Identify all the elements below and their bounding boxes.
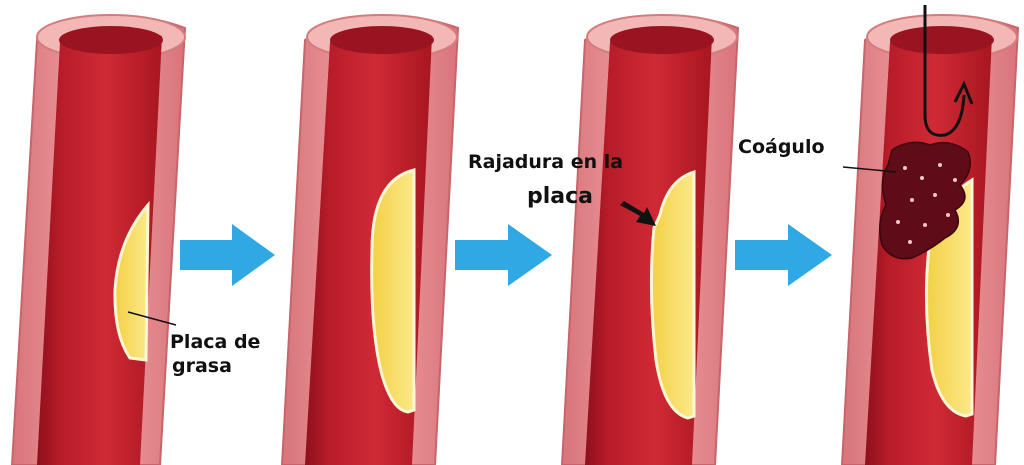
vessel-stage-2 [280, 14, 460, 465]
plaque-pointer-line [127, 311, 177, 326]
crack-label-line2: placa [527, 184, 593, 209]
vessel-lumen-top [890, 26, 994, 54]
vessel-lumen-top [610, 26, 714, 54]
plaque-label-line1: Placa de [170, 331, 260, 353]
plaque-label-line2: grasa [172, 355, 232, 377]
crack-label-line1: Rajadura en la [468, 151, 623, 173]
clot [879, 141, 971, 260]
arrow-right-icon [735, 224, 832, 286]
vessel-stage-1: Placa de grasa [10, 14, 260, 465]
clot-pointer-line [842, 166, 897, 173]
crack-pointer-arrow [620, 201, 656, 226]
vessel-lumen-top [330, 26, 434, 54]
vessel-stage-3: Rajadura en la placa [468, 14, 740, 465]
arrow-right-icon [455, 224, 552, 286]
fat-plaque [649, 169, 696, 420]
clot-label: Coágulo [738, 136, 825, 158]
arrow-right-icon [180, 224, 275, 286]
vessel-stage-4: Coágulo [738, 5, 1020, 465]
curved-arrow-icon [923, 5, 974, 137]
vessel-lumen-top [59, 26, 163, 54]
fat-plaque [113, 200, 150, 362]
fat-plaque [370, 168, 416, 414]
